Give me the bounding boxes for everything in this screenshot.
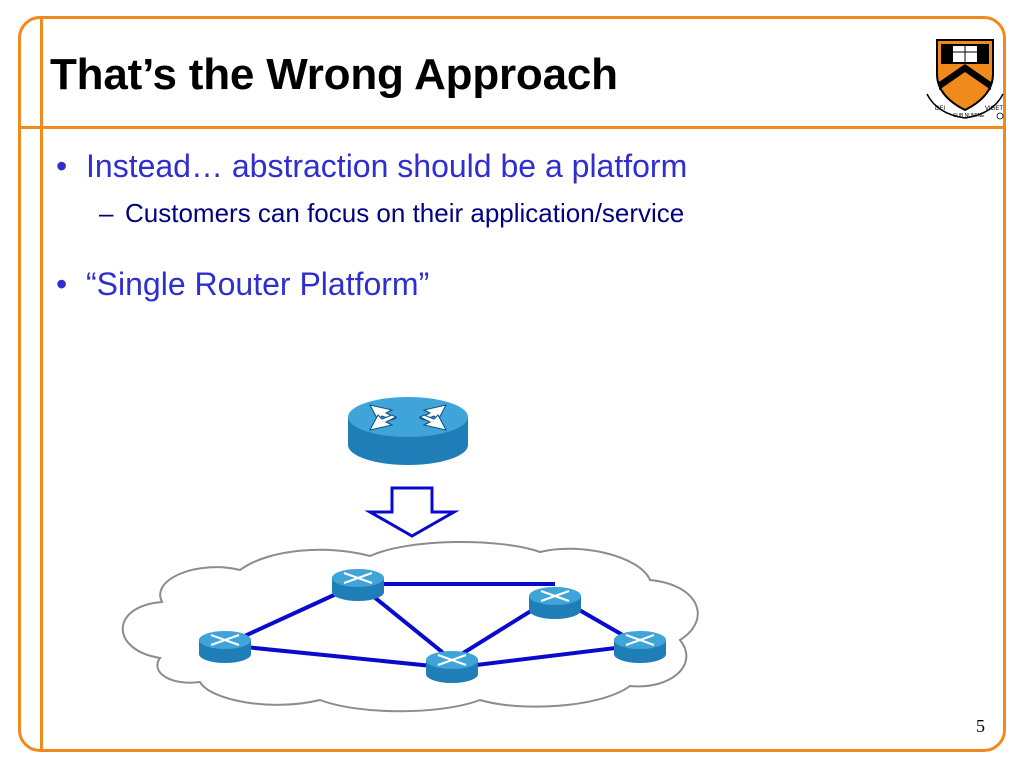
bullet-dot: •: [56, 148, 68, 184]
subbullet-1: –Customers can focus on their applicatio…: [99, 198, 684, 229]
router-icon: [426, 651, 478, 683]
down-arrow-icon: [364, 486, 460, 538]
router-icon: [199, 631, 251, 663]
sub-dash: –: [99, 198, 114, 228]
bullet-1-text: Instead… abstraction should be a platfor…: [86, 148, 688, 184]
bullet-dot: •: [56, 266, 68, 302]
left-rule: [40, 16, 43, 752]
bullet-2-text: “Single Router Platform”: [86, 266, 430, 302]
subbullet-1-text: Customers can focus on their application…: [125, 198, 685, 228]
slide-frame: [18, 16, 1006, 752]
princeton-shield-logo-icon: DEI SUB NUMINE VIGET: [926, 39, 1004, 120]
page-number: 5: [976, 716, 985, 736]
bullet-1: • Instead… abstraction should be a platfo…: [56, 148, 687, 185]
router-icon: [614, 631, 666, 663]
bullet-2: • “Single Router Platform”: [56, 266, 429, 303]
single-router-icon: [348, 397, 468, 465]
slide-title: That’s the Wrong Approach: [50, 50, 618, 99]
header-rule: [18, 126, 1006, 129]
svg-text:VIGET: VIGET: [985, 106, 1003, 112]
router-icon: [529, 587, 581, 619]
router-icon: [332, 569, 384, 601]
svg-text:SUB NUMINE: SUB NUMINE: [953, 113, 985, 119]
svg-text:DEI: DEI: [935, 106, 945, 112]
